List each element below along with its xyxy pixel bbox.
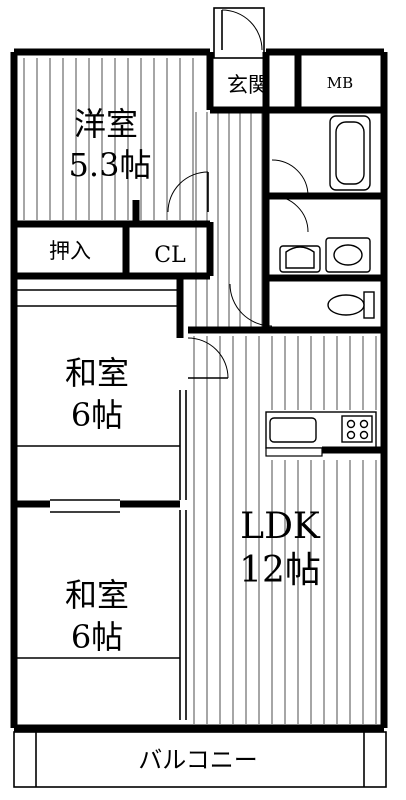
- sliding-doors: [14, 289, 187, 720]
- washitsu-1-size: 6帖: [71, 396, 123, 434]
- oshiire-label: 押入: [49, 239, 91, 263]
- entrance-label: 玄関: [227, 73, 269, 97]
- western-room-name: 洋室: [74, 105, 138, 143]
- western-room-size: 5.3帖: [69, 146, 152, 184]
- kitchen-counter: [265, 411, 377, 457]
- washitsu-2-size: 6帖: [71, 618, 123, 656]
- ldk-size: 12帖: [239, 550, 321, 591]
- floor-hatching: [23, 58, 377, 724]
- closet-label: CL: [154, 243, 186, 268]
- washitsu-2-name: 和室: [65, 576, 129, 614]
- balcony-label: バルコニー: [138, 746, 258, 774]
- bathtub: [329, 115, 371, 191]
- toilet: [327, 291, 375, 319]
- washitsu-1-name: 和室: [65, 354, 129, 392]
- mb-label: MB: [327, 74, 353, 92]
- walls: [10, 48, 388, 732]
- ldk-name: LDK: [240, 506, 321, 547]
- washbasin: [279, 237, 371, 273]
- balcony-area: [13, 731, 387, 788]
